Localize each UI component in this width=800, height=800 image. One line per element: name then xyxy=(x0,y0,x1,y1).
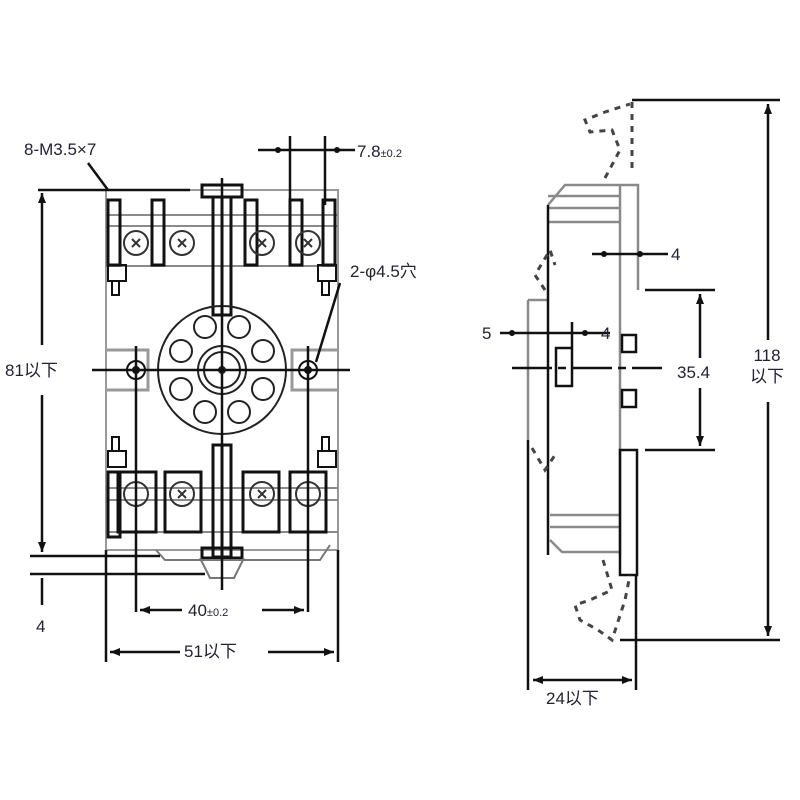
bottom-offset-label: 4 xyxy=(36,617,46,636)
terminal-pitch-tolerance: ±0.2 xyxy=(380,148,402,160)
total-height-suffix: 以下 xyxy=(750,367,784,386)
front-height-label: 81以下 xyxy=(5,361,58,380)
side-depth-label: 24以下 xyxy=(546,689,599,708)
side-top-offset-label: 4 xyxy=(671,245,681,264)
side-left-4-label: 4 xyxy=(601,324,611,343)
total-height-value: 118 xyxy=(753,346,781,365)
terminal-pitch-label: 7.8±0.2 xyxy=(357,143,402,160)
mount-hole-label: 2-φ4.5穴 xyxy=(350,262,417,281)
screw-spec-label: 8-M3.5×7 xyxy=(24,140,97,159)
side-view xyxy=(500,98,780,690)
front-view xyxy=(30,136,355,662)
hole-spacing-value: 40 xyxy=(188,601,207,620)
total-height-label: 118 以下 xyxy=(750,347,784,385)
front-width-label: 51以下 xyxy=(184,642,237,661)
top-screws xyxy=(123,230,321,256)
hole-spacing-tolerance: ±0.2 xyxy=(206,607,229,619)
rail-span-label: 35.4 xyxy=(677,363,711,382)
side-left-5-label: 5 xyxy=(482,324,492,343)
hole-spacing-label: 40±0.2 xyxy=(188,602,228,619)
terminal-pitch-value: 7.8 xyxy=(357,142,381,161)
